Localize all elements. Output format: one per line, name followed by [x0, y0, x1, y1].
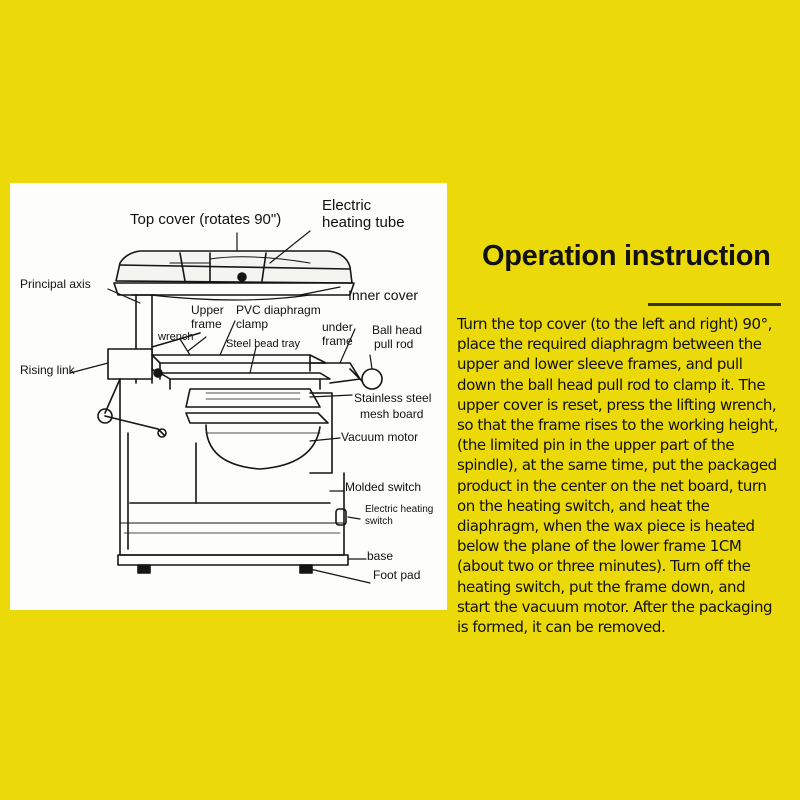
- label-steel-bead-tray: Steel bead tray: [226, 338, 300, 350]
- instruction-line: below the plane of the lower frame 1CM: [457, 537, 742, 556]
- instruction-line: place the required diaphragm between the: [457, 335, 762, 354]
- label-principal-axis: Principal axis: [20, 277, 91, 291]
- label-ball-head-line2: pull rod: [374, 337, 414, 351]
- instruction-line: so that the frame rises to the working h…: [457, 416, 778, 435]
- instruction-line: heating switch, put the frame down, and: [457, 577, 746, 596]
- diagram-panel: Top cover (rotates 90") Electric heating…: [10, 183, 447, 610]
- instruction-line: down the ball head pull rod to clamp it.…: [457, 375, 766, 394]
- label-top-cover: Top cover (rotates 90"): [130, 211, 282, 228]
- instruction-line: upper and lower sleeve frames, and pull: [457, 355, 743, 374]
- label-pvc-clamp-line2: clamp: [236, 317, 269, 331]
- instruction-line: spindle), at the same time, put the pack…: [457, 456, 777, 475]
- instruction-line: Turn the top cover (to the left and righ…: [457, 315, 772, 333]
- label-wrench: wrench: [158, 331, 194, 343]
- label-molded-switch: Molded switch: [345, 480, 422, 494]
- label-foot-pad: Foot pad: [373, 568, 421, 582]
- rising-link-drawing: [97, 348, 167, 438]
- label-inner-cover: Inner cover: [348, 287, 419, 303]
- label-electric-heating-tube-line2: heating tube: [322, 214, 405, 231]
- label-ball-head-line1: Ball head: [372, 323, 423, 337]
- label-heating-switch-line2: switch: [365, 516, 393, 527]
- label-mesh-board-line2: mesh board: [360, 407, 424, 421]
- label-upper-frame-line1: Upper: [191, 303, 224, 317]
- instruction-paragraph: Turn the top cover (to the left and righ…: [457, 314, 800, 637]
- machine-drawing: [69, 230, 383, 584]
- label-mesh-board-line1: Stainless steel: [354, 391, 432, 405]
- leader-lines: [69, 230, 373, 584]
- instruction-line: start the vacuum motor. After the packag…: [457, 597, 773, 616]
- instruction-line: upper cover is reset, press the lifting …: [457, 395, 777, 414]
- label-upper-frame-line2: frame: [191, 317, 222, 331]
- label-under-frame-line2: frame: [322, 334, 353, 348]
- instruction-line: diaphragm, when the wax piece is heated: [457, 517, 755, 536]
- instruction-line: is formed, it can be removed.: [457, 618, 666, 637]
- mesh-board-drawing: [185, 388, 329, 424]
- page-title: Operation instruction: [482, 240, 771, 272]
- label-vacuum-motor: Vacuum motor: [341, 430, 419, 444]
- label-base: base: [367, 549, 394, 563]
- label-under-frame-line1: under: [322, 320, 353, 334]
- instruction-line: (about two or three minutes). Turn off t…: [457, 557, 751, 576]
- instruction-line: (the limited pin in the upper part of th…: [457, 436, 735, 455]
- label-pvc-clamp-line1: PVC diaphragm: [236, 303, 321, 317]
- instruction-line: on the heating switch, and heat the: [457, 496, 710, 515]
- vacuum-motor-drawing: [205, 392, 333, 474]
- instruction-line: product in the center on the net board, …: [457, 476, 767, 495]
- title-underline: [648, 303, 781, 306]
- label-electric-heating-tube-line1: Electric: [322, 197, 372, 214]
- top-cover-drawing: [113, 250, 355, 296]
- label-rising-link: Rising link: [20, 363, 75, 377]
- label-heating-switch-line1: Electric heating: [365, 504, 434, 515]
